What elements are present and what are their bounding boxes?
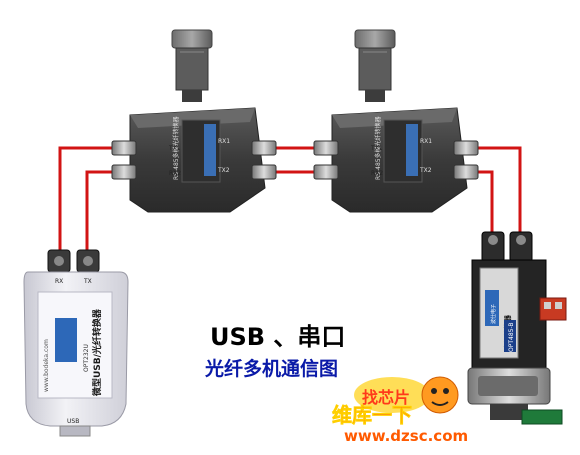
fiber-port-2-right-top (453, 140, 479, 156)
fiber-port-2-left-bottom (313, 164, 339, 180)
usb-converter-model: OPT232U (83, 344, 90, 372)
usb-port-tx-label: TX (83, 278, 92, 285)
db9-connector-2 (354, 29, 396, 49)
diagram-title-line1: USB 、串口 (210, 323, 345, 351)
converter-1-tx2-label: TX2 (217, 167, 230, 174)
fiber-port-1-left-bottom (111, 164, 137, 180)
fiber-port-2-left-top (313, 140, 339, 156)
usb-port-rx-label: RX (55, 278, 63, 285)
serial-converter-brand: 波仕电子 (490, 304, 497, 324)
usb-converter-website: www.bodeka.com (43, 339, 50, 392)
converter-1-rx1-label: RX1 (218, 138, 230, 145)
fiber-cable-serial-tx (470, 146, 522, 238)
diagram-title-line2: 光纤多机通信图 (204, 357, 338, 380)
svg-text:RS-485多模光纤转换器: RS-485多模光纤转换器 (172, 116, 180, 180)
usb-fiber-converter: RX TX 微型USB/光纤转换器 OPT232U www.bodeka.com… (23, 249, 129, 437)
converter-2-tx2-label: TX2 (419, 167, 432, 174)
usb-bottom-label: USB (67, 418, 79, 425)
fiber-cable-usb-rx1 (85, 170, 118, 262)
watermark-slogan: 找芯片 (362, 388, 410, 407)
usb-converter-label: 微型USB/光纤转换器 (91, 308, 103, 397)
fiber-port-2-right-bottom (453, 164, 479, 180)
fiber-cable-serial-rx (470, 170, 494, 238)
serial-converter-model: OPT485-B (508, 322, 515, 352)
converter-2-model-label: RS-485多模光纤转换器 (374, 116, 382, 180)
fiber-port-1-left-top (111, 140, 137, 156)
terminal-block (539, 297, 567, 321)
converter-2-rx2-label: RX2 (371, 170, 383, 177)
svg-text:RS-485多模光纤转换器: RS-485多模光纤转换器 (374, 116, 382, 180)
watermark-site: www.dzsc.com (344, 427, 468, 445)
converter-2-rx1-label: RX1 (420, 138, 432, 145)
usb-brand-badge (55, 318, 77, 362)
rs485-fiber-converter-2: RS-485多模光纤转换器 TX1 RX1 TX2 RX2 (313, 29, 479, 213)
fiber-port-1-right-top (251, 140, 277, 156)
fiber-cable-usb-tx1 (58, 146, 118, 262)
converter-1-model-label: RS-485多模光纤转换器 (172, 116, 180, 180)
converter-2-tx1-label: TX1 (370, 145, 383, 152)
converter-1-tx1-label: TX1 (168, 145, 181, 152)
serial-fiber-converter: 光纤转换器 OPT485-B 波仕电子 (467, 231, 567, 425)
rs485-fiber-converter-1: RS-485多模光纤转换器 TX1 RX1 TX2 RX2 (111, 29, 277, 213)
dzsc-watermark-logo: 找芯片 维库一下 www.dzsc.com (332, 376, 468, 445)
db9-connector-1 (171, 29, 213, 49)
fiber-port-1-right-bottom (251, 164, 277, 180)
converter-1-rx2-label: RX2 (169, 170, 181, 177)
watermark-logo-text: 维库一下 (332, 403, 412, 427)
